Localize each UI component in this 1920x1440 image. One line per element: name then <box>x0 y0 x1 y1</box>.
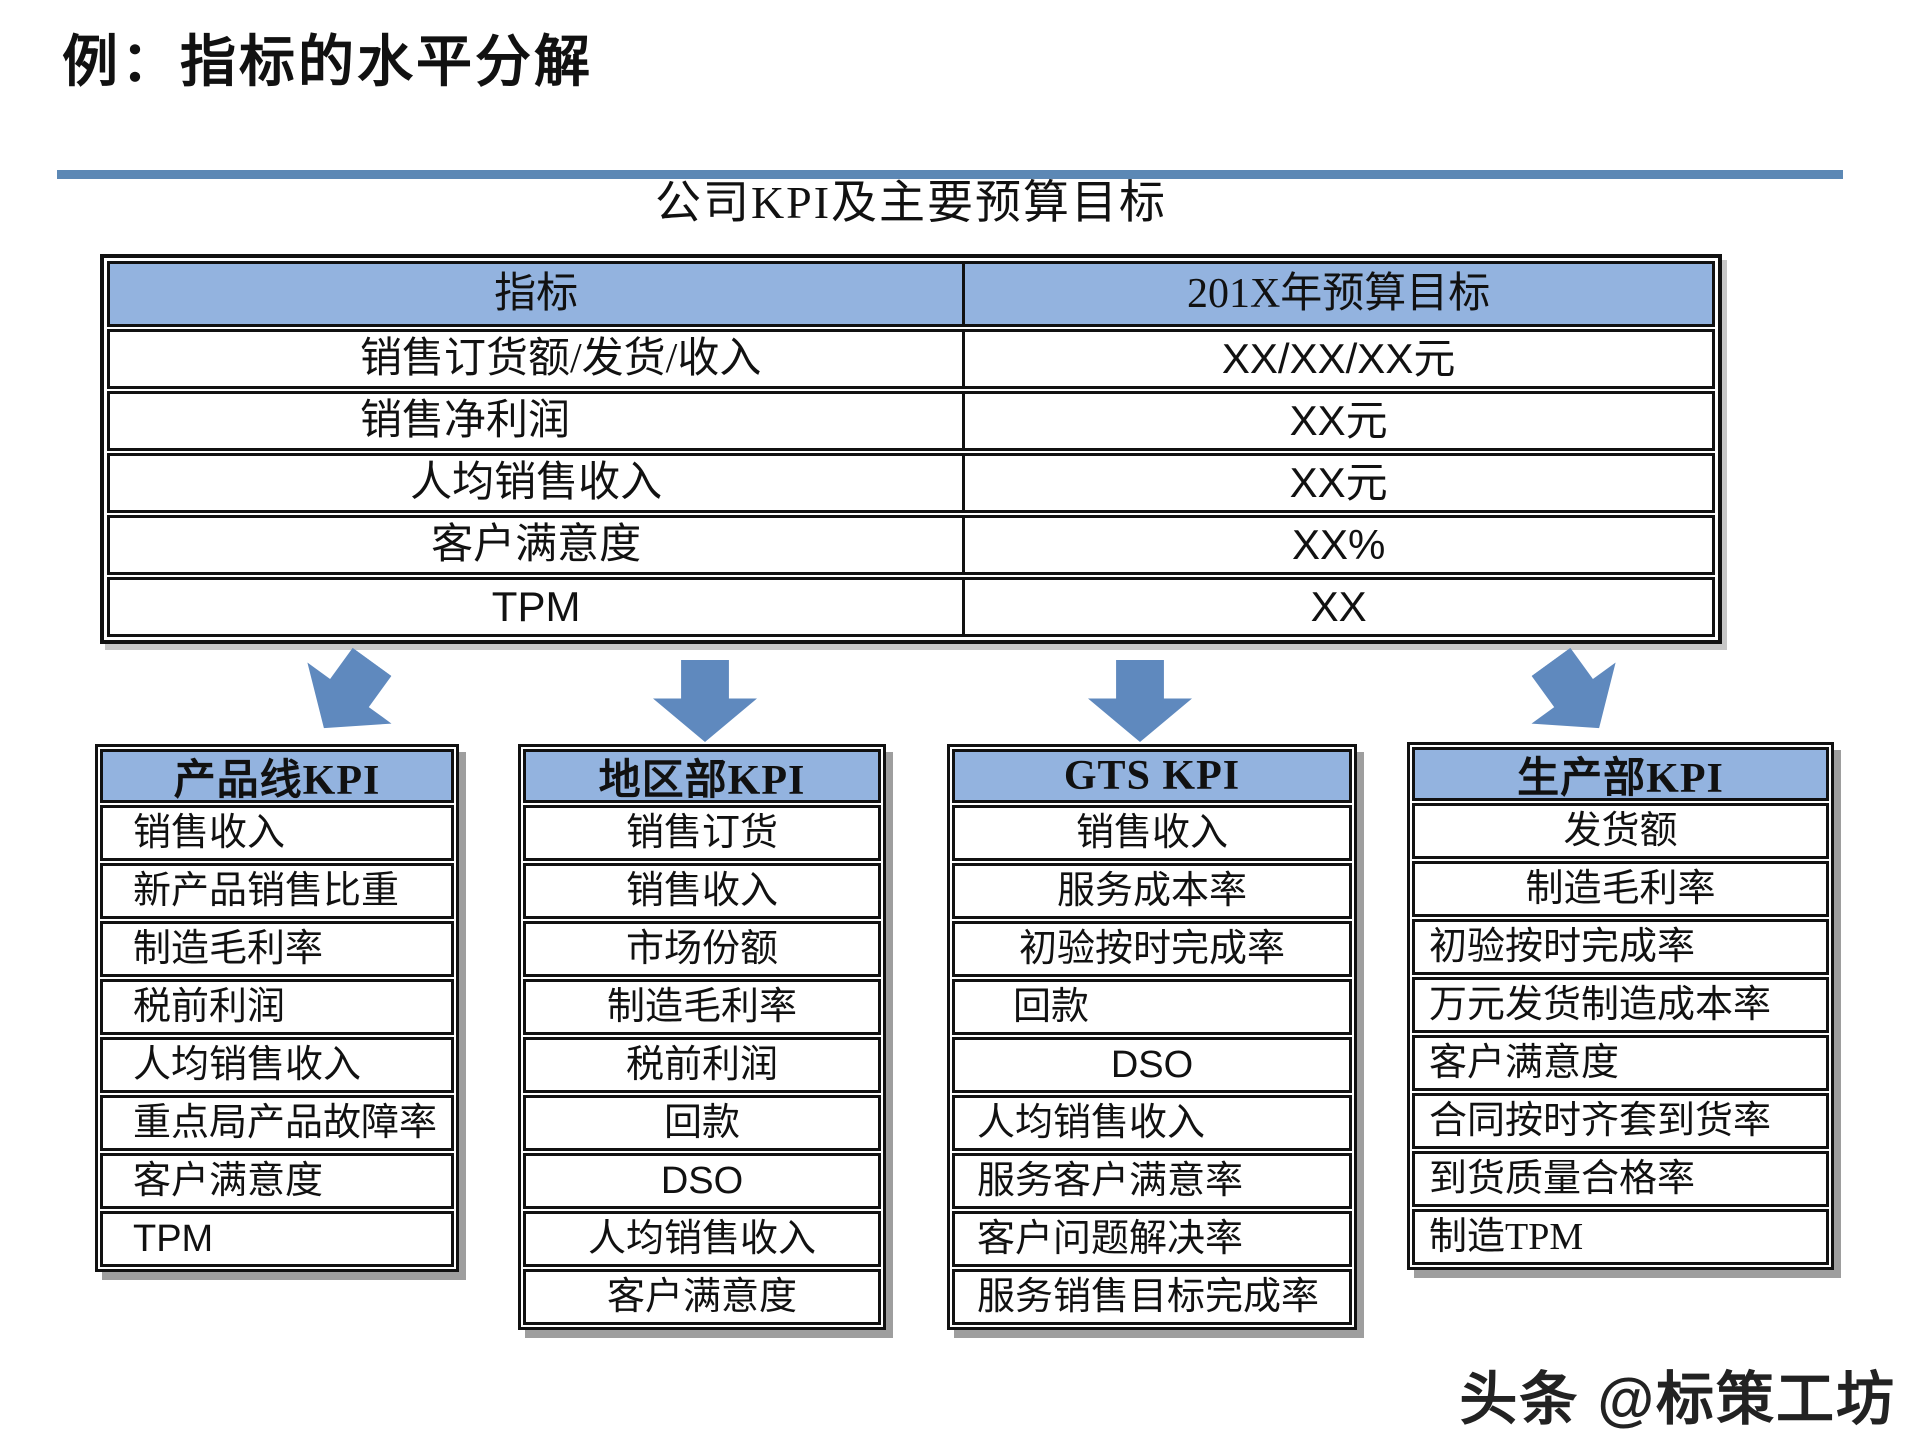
kpi-item: 客户满意度 <box>523 1269 881 1325</box>
company-kpi-header-row: 指标 201X年预算目标 <box>107 261 1715 327</box>
kpi-item: 人均销售收入 <box>100 1037 454 1093</box>
production-dept-kpi-table: 生产部KPI 发货额制造毛利率初验按时完成率万元发货制造成本率客户满意度合同按时… <box>1407 742 1834 1270</box>
kpi-item: 制造毛利率 <box>1412 861 1829 917</box>
kpi-item: 回款 <box>952 979 1352 1035</box>
sub-table-rows: 发货额制造毛利率初验按时完成率万元发货制造成本率客户满意度合同按时齐套到货率到货… <box>1412 803 1829 1265</box>
indicator-cell: 客户满意度 <box>431 522 642 568</box>
kpi-item: 到货质量合格率 <box>1412 1151 1829 1207</box>
kpi-item: 合同按时齐套到货率 <box>1412 1093 1829 1149</box>
indicator-cell: 销售净利润 <box>360 398 571 444</box>
kpi-item: 销售收入 <box>523 863 881 919</box>
indicator-cell: 销售订货额/发货/收入 <box>360 336 762 382</box>
column-header-budget-target: 201X年预算目标 <box>962 264 1712 324</box>
kpi-item: 人均销售收入 <box>952 1095 1352 1151</box>
sub-table-header: GTS KPI <box>952 749 1352 803</box>
page-title: 例：指标的水平分解 <box>62 32 593 94</box>
kpi-item: 服务客户满意率 <box>952 1153 1352 1209</box>
kpi-item: 市场份额 <box>523 921 881 977</box>
kpi-item: TPM <box>100 1211 454 1267</box>
budget-target-cell: XX% <box>962 518 1712 572</box>
kpi-item: 重点局产品故障率 <box>100 1095 454 1151</box>
kpi-item: 制造毛利率 <box>523 979 881 1035</box>
watermark: 头条 @标策工坊 <box>1459 1367 1896 1432</box>
title-divider <box>57 170 1843 179</box>
budget-target-cell: XX/XX/XX元 <box>962 332 1712 386</box>
indicator-cell: TPM <box>491 583 581 630</box>
company-kpi-table-title: 公司KPI及主要预算目标 <box>654 177 1168 228</box>
kpi-item: 销售订货 <box>523 805 881 861</box>
kpi-item: 新产品销售比重 <box>100 863 454 919</box>
kpi-item: 税前利润 <box>100 979 454 1035</box>
budget-target-cell: XX元 <box>962 394 1712 448</box>
kpi-item: 客户满意度 <box>100 1153 454 1209</box>
kpi-item: 万元发货制造成本率 <box>1412 977 1829 1033</box>
product-line-kpi-table: 产品线KPI 销售收入新产品销售比重制造毛利率税前利润人均销售收入重点局产品故障… <box>95 744 459 1272</box>
down-arrow-icon <box>653 660 757 742</box>
kpi-item: 销售收入 <box>100 805 454 861</box>
kpi-row: 销售订货额/发货/收入 XX/XX/XX元 <box>107 329 1715 389</box>
kpi-row: 人均销售收入 XX元 <box>107 453 1715 513</box>
kpi-item: 服务销售目标完成率 <box>952 1269 1352 1325</box>
column-header-indicator: 指标 <box>494 271 579 317</box>
kpi-item: 人均销售收入 <box>523 1211 881 1267</box>
kpi-row: 销售净利润 XX元 <box>107 391 1715 451</box>
kpi-item: 客户满意度 <box>1412 1035 1829 1091</box>
kpi-item: 税前利润 <box>523 1037 881 1093</box>
sub-table-header: 生产部KPI <box>1412 747 1829 802</box>
down-arrow-icon <box>1509 631 1641 758</box>
sub-table-header: 产品线KPI <box>100 749 454 804</box>
sub-table-header: 地区部KPI <box>523 749 881 804</box>
down-arrow-icon <box>1088 660 1192 742</box>
kpi-row: 客户满意度 XX% <box>107 515 1715 575</box>
kpi-item: 初验按时完成率 <box>952 921 1352 977</box>
kpi-item: 客户问题解决率 <box>952 1211 1352 1267</box>
kpi-item: DSO <box>523 1153 881 1209</box>
indicator-cell: 人均销售收入 <box>410 460 663 506</box>
kpi-item: 服务成本率 <box>952 863 1352 919</box>
kpi-item: 制造毛利率 <box>100 921 454 977</box>
kpi-item: 发货额 <box>1412 803 1829 859</box>
budget-target-cell: XX元 <box>962 456 1712 510</box>
budget-target-cell: XX <box>962 580 1712 634</box>
kpi-row: TPM XX <box>107 577 1715 637</box>
kpi-item: 制造TPM <box>1412 1209 1829 1265</box>
kpi-item: 初验按时完成率 <box>1412 919 1829 975</box>
down-arrow-icon <box>282 631 414 758</box>
kpi-item: DSO <box>952 1037 1352 1093</box>
kpi-item: 回款 <box>523 1095 881 1151</box>
kpi-item: 销售收入 <box>952 805 1352 861</box>
company-kpi-table: 指标 201X年预算目标 销售订货额/发货/收入 XX/XX/XX元销售净利润 XX… <box>100 254 1722 644</box>
